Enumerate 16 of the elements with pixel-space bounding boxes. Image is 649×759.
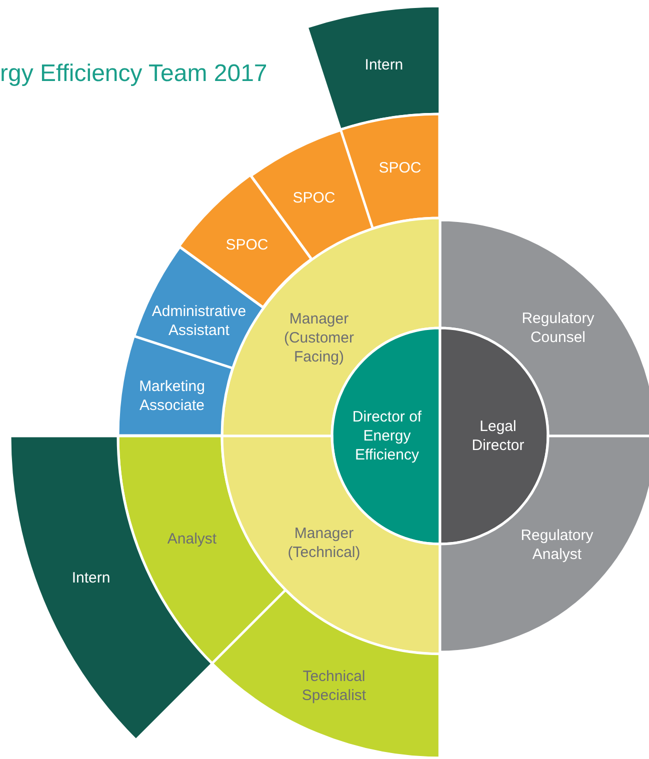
role-label: Intern [364,56,404,74]
role-label: Intern [70,568,112,588]
role-label: Regulatory Counsel [520,309,596,347]
role-label: Director of Energy Efficiency [351,408,423,464]
role-label: Manager (Technical) [286,524,362,562]
role-label: Regulatory Analyst [520,526,594,564]
role-label: Legal Director [470,417,526,455]
role-label: Marketing Associate [138,376,206,415]
role-label: SPOC [292,188,336,208]
role-label: Technical Specialist [300,666,368,705]
role-label: Administrative Assistant [150,302,248,340]
role-label: Analyst [166,530,218,548]
role-label: Manager (Customer Facing) [282,310,355,366]
role-label: SPOC [224,235,270,254]
chart-title: rgy Efficiency Team 2017 [0,60,268,88]
role-label: SPOC [378,158,422,178]
